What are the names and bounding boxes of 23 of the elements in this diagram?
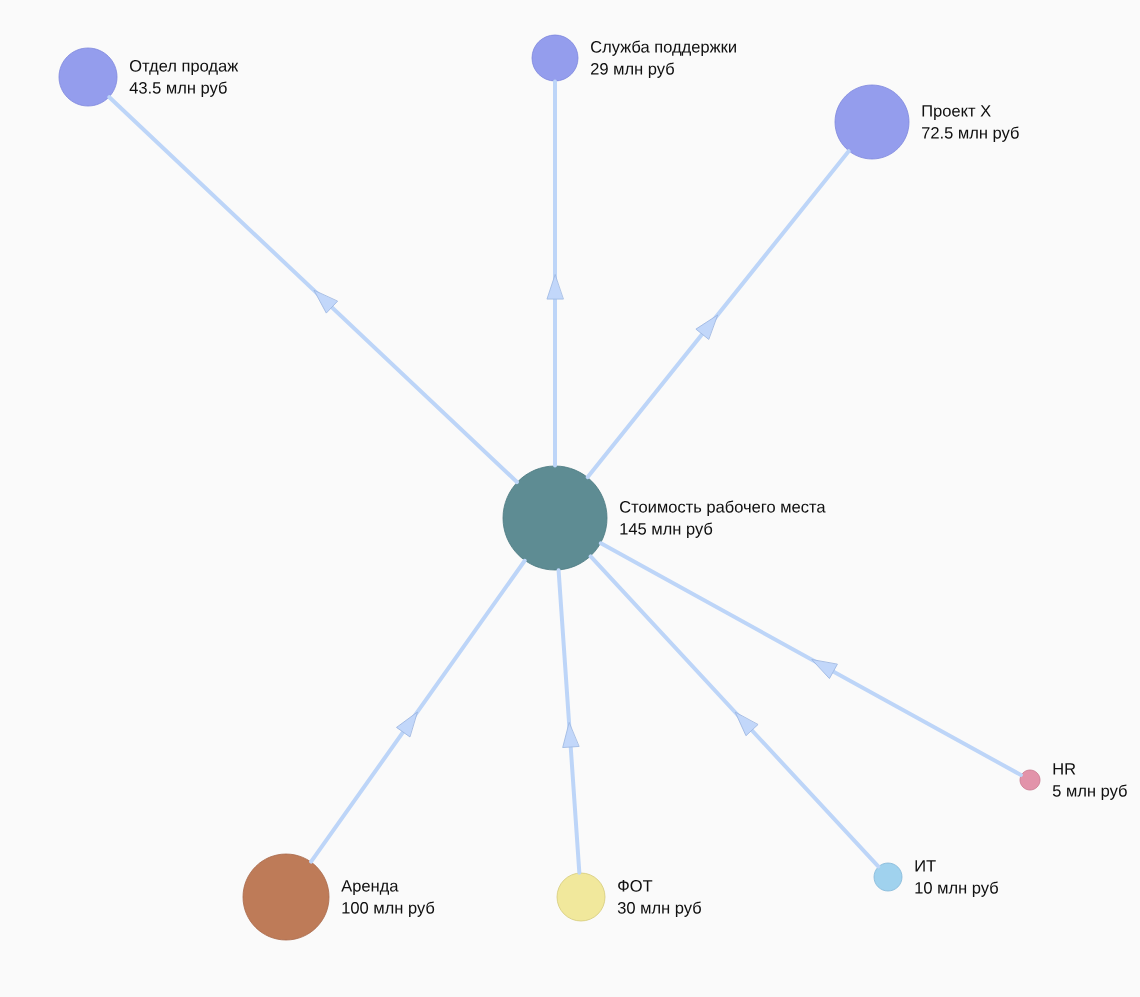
arrow (556, 568, 582, 875)
node-label: Отдел продаж (130, 60, 239, 75)
node-label: ИТ (915, 860, 936, 872)
arrow (585, 149, 851, 480)
arrow (588, 554, 881, 869)
arrow (546, 79, 564, 468)
arrow (598, 541, 1023, 777)
node-label: ФОТ (618, 880, 653, 892)
arrow (107, 95, 519, 485)
value-label: 100 млн руб (342, 901, 435, 917)
value-label: 43.5 млн руб (129, 81, 227, 97)
value-label: 72.5 млн руб (922, 126, 1019, 142)
arrow (309, 558, 527, 864)
value-label: 30 млн руб (617, 901, 701, 917)
node-label: Стоимость рабочего места (620, 500, 826, 516)
value-label: 29 млн руб (591, 62, 674, 78)
value-label: 10 млн руб (915, 881, 998, 897)
node-label: HR (1053, 763, 1076, 775)
node-label: Служба поддержки (591, 40, 736, 56)
value-label: 145 млн руб (620, 522, 713, 538)
node-label: Проект X (922, 105, 991, 120)
node-label: Аренда (341, 880, 399, 895)
value-label: 5 млн руб (1052, 784, 1127, 800)
